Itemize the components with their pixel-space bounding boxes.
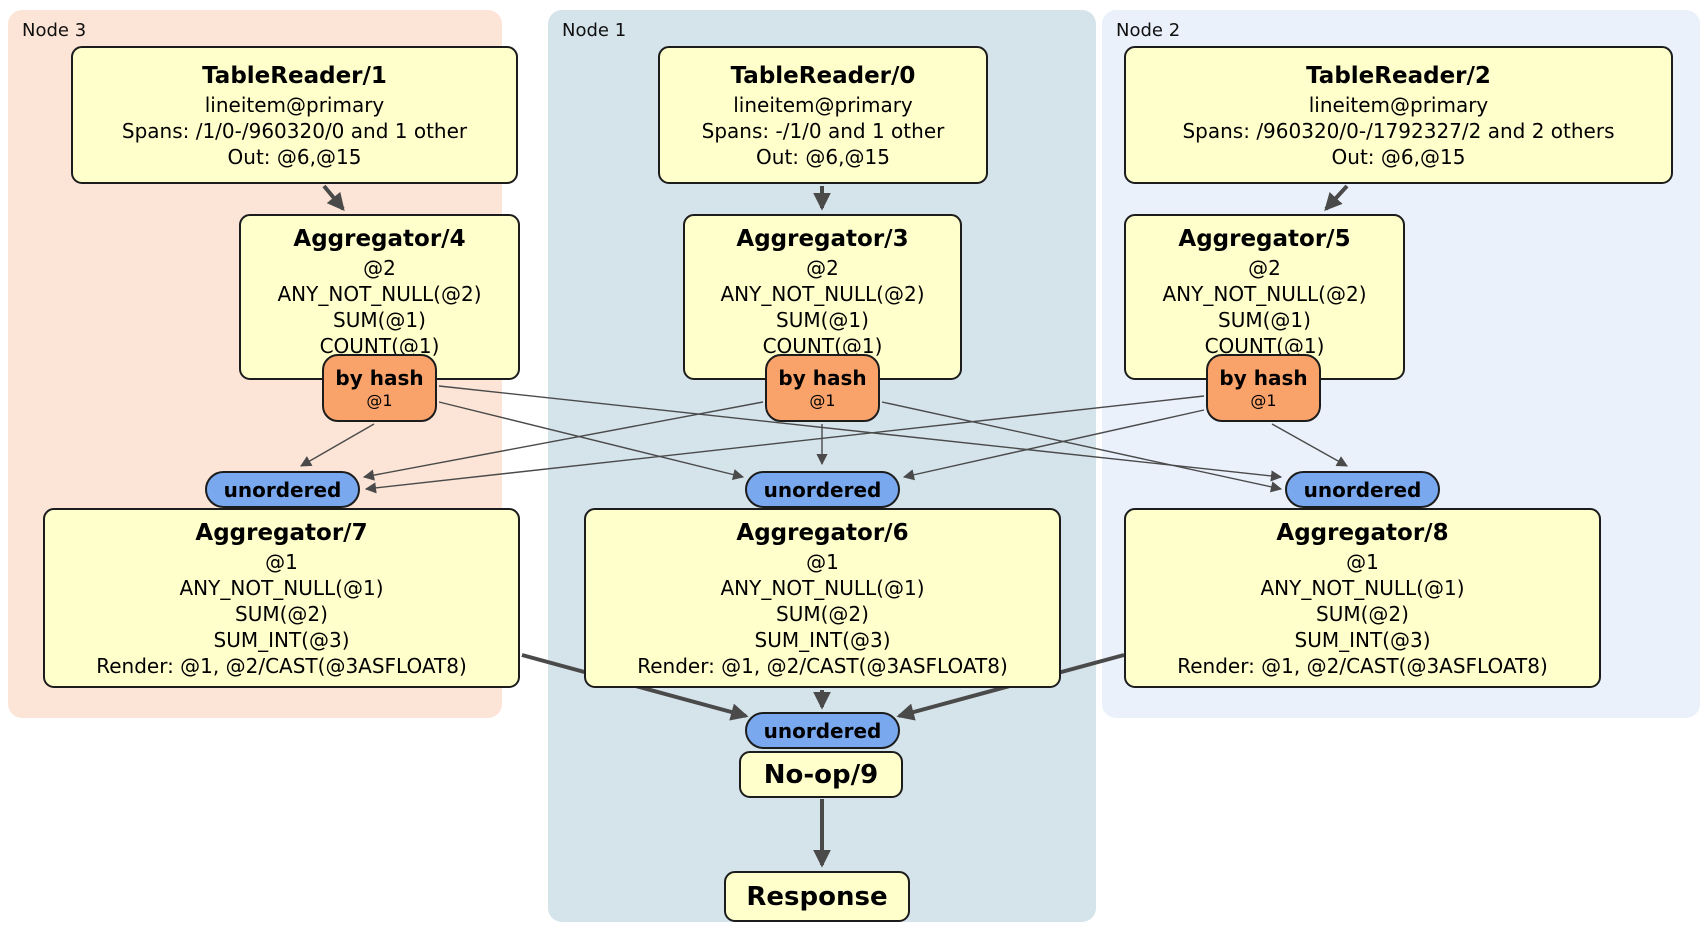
aggregator-5-group: @2 [1248,256,1281,280]
table-reader-2-index: lineitem@primary [1308,92,1489,117]
aggregator-8-title: Aggregator/8 [1276,519,1449,546]
hash-router-node3-label: by hash [335,366,424,390]
hash-router-node3: by hash @1 [322,354,437,422]
aggregator-4-box: Aggregator/4 @2 ANY_NOT_NULL(@2) SUM(@1)… [239,214,520,380]
aggregator-6-render: Render: @1, @2/CAST(@3ASFLOAT8) [637,653,1008,678]
aggregator-5-fn: SUM(@1) [1218,308,1311,332]
unordered-sync-node2: unordered [1285,471,1440,508]
table-reader-0-spans: Spans: -/1/0 and 1 other [701,118,945,143]
unordered-sync-node1: unordered [745,471,900,508]
table-reader-0-out: Out: @6,@15 [756,144,890,169]
table-reader-2-box: TableReader/2 lineitem@primary Spans: /9… [1124,46,1673,184]
unordered-sync-node3-label: unordered [223,477,342,502]
hash-router-node2-detail: @1 [1250,391,1277,410]
hash-router-node2-label: by hash [1219,366,1308,390]
aggregator-3-fn: ANY_NOT_NULL(@2) [720,282,925,306]
aggregator-8-fn: SUM_INT(@3) [1294,627,1431,652]
aggregator-3-box: Aggregator/3 @2 ANY_NOT_NULL(@2) SUM(@1)… [683,214,962,380]
aggregator-3-fn: SUM(@1) [776,308,869,332]
table-reader-0-title: TableReader/0 [730,62,916,89]
aggregator-6-group: @1 [806,549,839,574]
aggregator-6-title: Aggregator/6 [736,519,909,546]
aggregator-8-render: Render: @1, @2/CAST(@3ASFLOAT8) [1177,653,1548,678]
node1-label: Node 1 [562,20,627,41]
table-reader-0-index: lineitem@primary [733,92,913,117]
aggregator-5-box: Aggregator/5 @2 ANY_NOT_NULL(@2) SUM(@1)… [1124,214,1405,380]
aggregator-6-fn: SUM(@2) [776,601,869,626]
aggregator-6-fn: ANY_NOT_NULL(@1) [720,575,925,600]
aggregator-8-group: @1 [1346,549,1379,574]
hash-router-node2: by hash @1 [1206,354,1321,422]
aggregator-8-box: Aggregator/8 @1 ANY_NOT_NULL(@1) SUM(@2)… [1124,508,1601,688]
aggregator-5-title: Aggregator/5 [1178,226,1351,252]
aggregator-7-box: Aggregator/7 @1 ANY_NOT_NULL(@1) SUM(@2)… [43,508,520,688]
noop-box: No-op/9 [739,751,903,798]
aggregator-4-group: @2 [363,256,396,280]
table-reader-0-box: TableReader/0 lineitem@primary Spans: -/… [658,46,988,184]
aggregator-7-group: @1 [265,549,298,574]
table-reader-2-out: Out: @6,@15 [1331,144,1466,169]
table-reader-1-spans: Spans: /1/0-/960320/0 and 1 other [121,118,468,143]
aggregator-7-title: Aggregator/7 [195,519,368,546]
aggregator-4-fn: SUM(@1) [333,308,426,332]
hash-router-node1-detail: @1 [809,391,836,410]
aggregator-8-fn: SUM(@2) [1316,601,1409,626]
table-reader-1-index: lineitem@primary [204,92,385,117]
aggregator-5-fn: ANY_NOT_NULL(@2) [1162,282,1367,306]
unordered-sync-node3: unordered [205,471,360,508]
table-reader-1-title: TableReader/1 [202,62,387,89]
aggregator-7-fn: ANY_NOT_NULL(@1) [179,575,384,600]
table-reader-1-out: Out: @6,@15 [227,144,362,169]
response-box: Response [724,871,910,922]
aggregator-6-box: Aggregator/6 @1 ANY_NOT_NULL(@1) SUM(@2)… [584,508,1061,688]
table-reader-1-box: TableReader/1 lineitem@primary Spans: /1… [71,46,518,184]
hash-router-node1: by hash @1 [765,354,880,422]
aggregator-7-fn: SUM_INT(@3) [213,627,350,652]
node3-label: Node 3 [22,20,87,41]
aggregator-7-fn: SUM(@2) [235,601,328,626]
aggregator-6-fn: SUM_INT(@3) [754,627,891,652]
aggregator-4-fn: ANY_NOT_NULL(@2) [277,282,482,306]
table-reader-2-spans: Spans: /960320/0-/1792327/2 and 2 others [1182,118,1615,143]
aggregator-8-fn: ANY_NOT_NULL(@1) [1260,575,1465,600]
response-title: Response [746,881,888,912]
hash-router-node3-detail: @1 [366,391,393,410]
table-reader-2-title: TableReader/2 [1306,62,1491,89]
aggregator-3-group: @2 [806,256,839,280]
unordered-sync-final: unordered [745,712,900,749]
aggregator-3-title: Aggregator/3 [736,226,909,252]
aggregator-4-title: Aggregator/4 [293,226,466,252]
unordered-sync-node2-label: unordered [1303,477,1422,502]
unordered-sync-node1-label: unordered [763,477,882,502]
aggregator-7-render: Render: @1, @2/CAST(@3ASFLOAT8) [96,653,467,678]
unordered-sync-final-label: unordered [763,718,882,743]
hash-router-node1-label: by hash [778,366,867,390]
noop-title: No-op/9 [763,759,879,790]
node2-label: Node 2 [1116,20,1181,41]
